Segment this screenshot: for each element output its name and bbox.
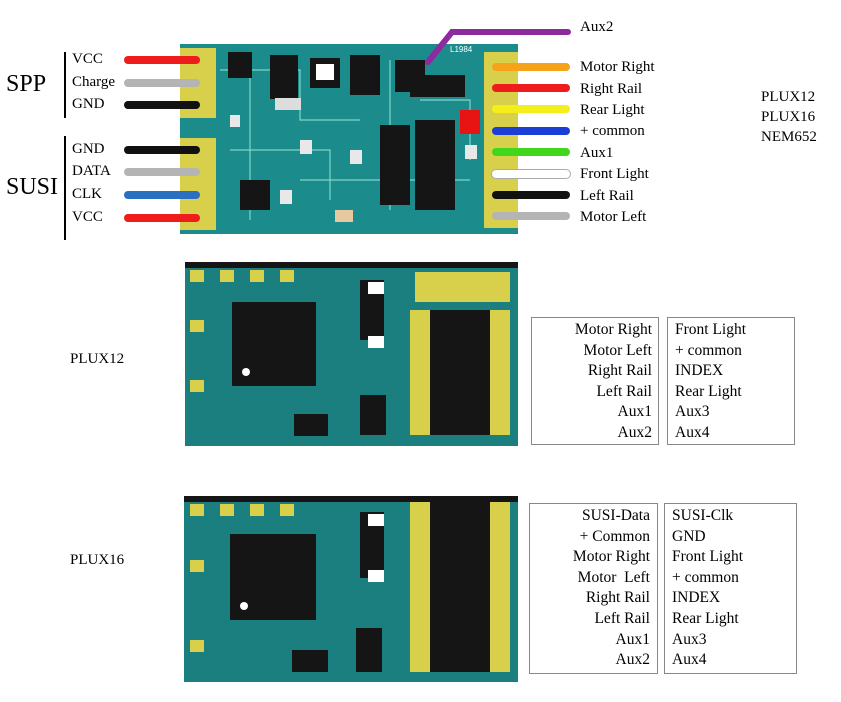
susi-bracket	[64, 136, 66, 240]
plux12-left-pin: Motor Right	[574, 321, 652, 338]
pin-left-rail: Left Rail	[580, 188, 634, 204]
plux16-right-pin: Aux4	[672, 651, 707, 669]
top-decoder-board	[180, 44, 518, 234]
spp-pin-vcc: VCC	[72, 51, 103, 67]
pin-aux1: Aux1	[580, 145, 614, 161]
pin-rear-light: Rear Light	[580, 102, 645, 118]
plux12-right-pin: Front Light	[675, 321, 747, 338]
plux12-left-pin: Left Rail	[596, 382, 652, 400]
plux16-left-pin: SUSI-Data	[581, 507, 650, 524]
spp-pin-gnd: GND	[72, 96, 105, 112]
susi-pin-data: DATA	[72, 163, 111, 179]
plux16-left-pin: Motor Left	[577, 568, 650, 586]
plux12-right-pin: Rear Light	[675, 382, 742, 400]
pin-front-light: Front Light	[580, 166, 649, 182]
plux12-right-pin: + common	[675, 341, 742, 359]
plux12-left-column: Motor Right Motor Left Right Rail Left R…	[531, 317, 659, 445]
interface-plux12: PLUX12	[761, 89, 816, 105]
right-wires	[491, 63, 571, 220]
plux16-left-pin: Motor Right	[572, 548, 650, 566]
plux16-left-pin: Aux1	[615, 630, 650, 648]
spp-label: SPP	[6, 71, 47, 97]
interface-plux16: PLUX16	[761, 109, 816, 125]
plux16-left-pin: + Common	[579, 527, 650, 545]
plux12-title: PLUX12	[70, 351, 125, 367]
plux16-right-pin: Rear Light	[672, 609, 739, 627]
susi-pin-gnd: GND	[72, 141, 105, 157]
plux16-right-pin: Aux3	[672, 630, 707, 648]
pin-motor-left: Motor Left	[580, 209, 647, 225]
plux12-right-pin: Aux3	[675, 403, 710, 421]
spp-bracket	[64, 52, 66, 118]
plux16-right-pin: SUSI-Clk	[672, 507, 734, 524]
plux16-title: PLUX16	[70, 552, 125, 568]
susi-label: SUSI	[6, 174, 59, 200]
aux2-wire	[425, 29, 571, 65]
plux12-left-pin: Right Rail	[587, 362, 652, 380]
aux2-label: Aux2	[580, 19, 614, 35]
plux12-board	[185, 262, 518, 446]
plux16-right-pin: GND	[672, 527, 706, 545]
plux12-right-pin: Aux4	[675, 423, 710, 441]
plux16-left-column: SUSI-Data + Common Motor Right Motor Lef…	[529, 503, 658, 674]
susi-pin-clk: CLK	[72, 186, 102, 202]
spp-pin-charge: Charge	[72, 74, 116, 90]
plux16-right-pin: + common	[672, 568, 739, 586]
plux12-left-pin: Aux1	[617, 403, 652, 421]
plux12-left-pin: Motor Left	[583, 341, 652, 359]
plux12-right-column: Front Light + common INDEX Rear Light Au…	[667, 317, 795, 445]
plux12-right-pin: INDEX	[675, 362, 724, 380]
left-wires	[124, 56, 200, 222]
pin-right-rail: Right Rail	[580, 81, 643, 97]
plux16-board	[184, 496, 518, 682]
plux16-left-pin: Right Rail	[585, 589, 650, 607]
plux16-right-pin: INDEX	[672, 589, 721, 607]
pin-motor-right: Motor Right	[580, 59, 655, 75]
interface-nem652: NEM652	[761, 129, 817, 145]
plux16-left-pin: Aux2	[615, 651, 650, 669]
plux12-left-pin: Aux2	[617, 423, 652, 441]
plux16-left-pin: Left Rail	[594, 609, 650, 627]
susi-pin-vcc: VCC	[72, 209, 103, 225]
board-marking: L1984	[450, 45, 473, 54]
plux16-right-column: SUSI-Clk GND Front Light + common INDEX …	[664, 503, 797, 674]
pin-plus-common: + common	[580, 123, 645, 139]
plux16-right-pin: Front Light	[672, 548, 744, 566]
